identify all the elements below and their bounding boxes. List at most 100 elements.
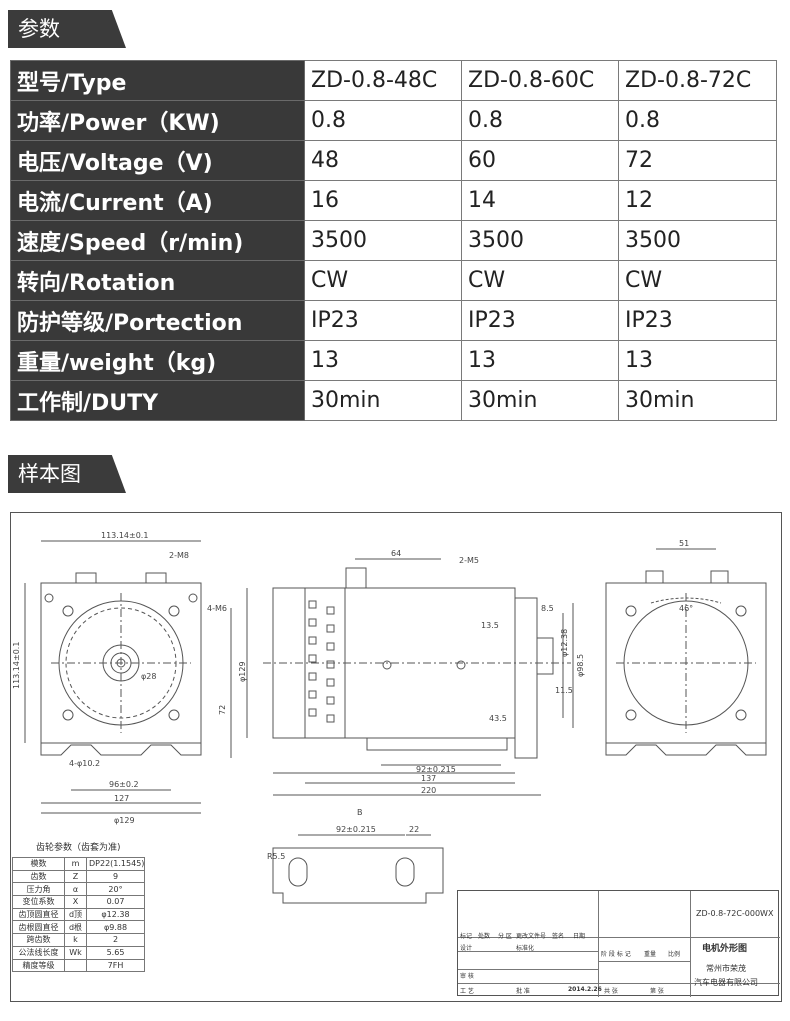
back-view <box>605 548 767 756</box>
dim-front-129: φ129 <box>114 816 135 825</box>
gear-cell: α <box>64 882 87 897</box>
spec-value: IP23 <box>304 300 462 341</box>
gear-cell: 2 <box>86 933 145 947</box>
tb-zone: 分 区 <box>498 933 512 940</box>
gear-cell: φ12.38 <box>86 907 145 922</box>
spec-value: 16 <box>304 180 462 221</box>
spec-value: ZD-0.8-72C <box>618 60 777 101</box>
gear-cell: 齿顶圆直径 <box>12 907 65 922</box>
spec-value: 48 <box>304 140 462 181</box>
company-line-2: 汽车电器有限公司 <box>694 978 758 987</box>
gear-cell: 9 <box>86 869 145 884</box>
dim-side-129: φ129 <box>238 661 247 682</box>
spec-value: 13 <box>304 340 462 381</box>
dim-front-72: 72 <box>218 705 227 715</box>
spec-value: 3500 <box>461 220 619 261</box>
gear-cell: 7FH <box>86 958 145 973</box>
dim-side-435: 43.5 <box>489 714 507 723</box>
gear-cell: 变位系数 <box>12 895 65 909</box>
gear-cell: 20° <box>86 882 145 897</box>
section-tag-params: 参数 <box>8 10 126 48</box>
tb-weight: 重量 <box>644 951 657 958</box>
spec-value: 0.8 <box>304 100 462 141</box>
tb-approve: 批 准 <box>516 988 530 995</box>
spec-label: 防护等级/Portection <box>10 300 305 341</box>
spec-label: 转向/Rotation <box>10 260 305 301</box>
dim-back-51: 51 <box>679 539 689 548</box>
dim-front-4m6: 4-M6 <box>207 604 227 613</box>
tb-sheet-no: 第 张 <box>650 988 664 995</box>
gear-cell: 跨齿数 <box>12 933 65 947</box>
dim-side-85: 8.5 <box>541 604 554 613</box>
spec-label: 电流/Current（A) <box>10 180 305 221</box>
tb-sign: 签名 <box>552 933 565 940</box>
dim-side-135: 13.5 <box>481 621 499 630</box>
dim-side-b: B <box>357 808 363 817</box>
tb-count: 处数 <box>478 933 491 940</box>
dim-bottom-22: 22 <box>409 825 419 834</box>
spec-value: 30min <box>304 380 462 421</box>
gear-cell: 压力角 <box>12 882 65 897</box>
dim-side-220: 220 <box>421 786 436 795</box>
spec-value: CW <box>618 260 777 301</box>
spec-value: 0.8 <box>618 100 777 141</box>
dim-front-side: 113.14±0.1 <box>12 642 21 689</box>
spec-value: 3500 <box>618 220 777 261</box>
tb-stage: 阶 段 标 记 <box>601 951 631 958</box>
spec-value: 3500 <box>304 220 462 261</box>
tb-date: 日期 <box>573 933 586 940</box>
dim-front-2m8: 2-M8 <box>169 551 189 560</box>
dim-side-2m5: 2-M5 <box>459 556 479 565</box>
dim-bottom-r5: R5.5 <box>267 852 285 861</box>
company-line-1: 常州市荣茂 <box>706 964 746 973</box>
tb-craft: 工 艺 <box>460 988 474 995</box>
gear-cell <box>64 958 87 973</box>
dim-front-top: 113.14±0.1 <box>101 531 148 540</box>
tb-standard: 标准化 <box>516 945 535 952</box>
dim-side-115: 11.5 <box>555 686 573 695</box>
dim-back-46: 46° <box>679 604 693 613</box>
front-view <box>24 540 232 814</box>
drawing-svg: 113.14±0.1 2-M8 4-M6 113.14±0.1 φ28 72 4… <box>12 531 767 904</box>
spec-value: IP23 <box>618 300 777 341</box>
gear-cell: 精度等级 <box>12 958 65 973</box>
spec-label: 速度/Speed（r/min) <box>10 220 305 261</box>
spec-value: 0.8 <box>461 100 619 141</box>
dim-front-28: φ28 <box>141 672 156 681</box>
title-block: ZD-0.8-72C-000WX 电机外形图 常州市荣茂 汽车电器有限公司 标记… <box>457 890 780 997</box>
gear-cell: 公法线长度 <box>12 945 65 960</box>
tb-review: 审 核 <box>460 973 474 980</box>
dim-bottom-92: 92±0.215 <box>336 825 376 834</box>
drawing-code: ZD-0.8-72C-000WX <box>696 909 774 918</box>
dim-front-127: 127 <box>114 794 129 803</box>
gear-params-title: 齿轮参数（齿套为准) <box>36 843 121 853</box>
drawing-name: 电机外形图 <box>702 944 748 954</box>
spec-label: 重量/weight（kg) <box>10 340 305 381</box>
gear-cell: DP22(1.1545) <box>86 857 145 871</box>
dim-front-96: 96±0.2 <box>109 780 139 789</box>
dim-front-4phi: 4-φ10.2 <box>69 759 100 768</box>
tb-approve-date: 2014.2.26 <box>568 986 602 993</box>
tb-total-sheets: 共 张 <box>604 988 618 995</box>
gear-cell: d顶 <box>64 907 87 922</box>
gear-cell: 模数 <box>12 857 65 871</box>
bottom-view <box>272 834 444 904</box>
spec-value: 60 <box>461 140 619 181</box>
gear-cell: Z <box>64 869 87 884</box>
dim-side-137: 137 <box>421 774 436 783</box>
spec-value: 14 <box>461 180 619 221</box>
dim-side-985: φ98.5 <box>576 654 585 677</box>
